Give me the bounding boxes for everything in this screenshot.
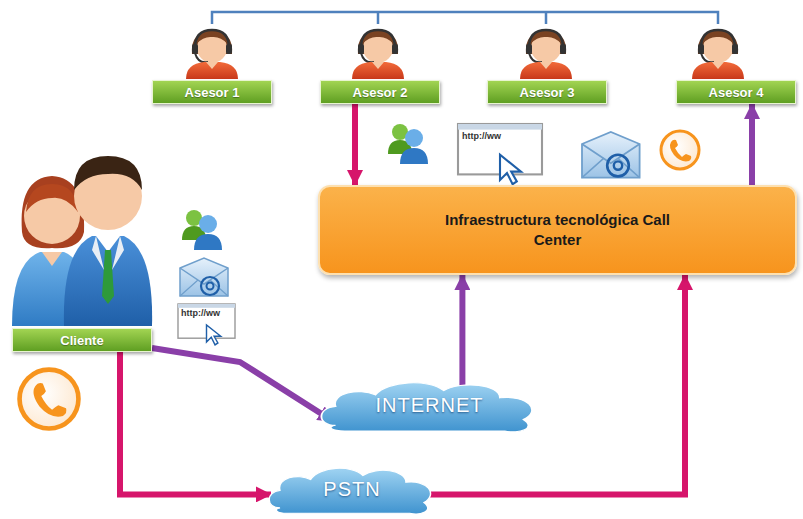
node-text: Asesor 4 bbox=[709, 85, 764, 100]
flow-arrow bbox=[749, 104, 755, 185]
network-cloud: INTERNET bbox=[312, 376, 547, 434]
node-text: Asesor 1 bbox=[185, 85, 240, 100]
infrastructure-box: Infraestructura tecnológica Call Center bbox=[318, 185, 797, 275]
node-text: Asesor 2 bbox=[353, 85, 408, 100]
flow-arrow bbox=[152, 348, 333, 421]
agent-label: Asesor 2 bbox=[320, 80, 440, 104]
node-text: INTERNET bbox=[376, 394, 484, 417]
url-text: http://ww bbox=[462, 131, 501, 141]
node-text: Infraestructura tecnológica Call Center bbox=[433, 210, 683, 251]
agent-label: Asesor 4 bbox=[676, 80, 796, 104]
url-text: http://ww bbox=[181, 308, 220, 318]
client-label: Cliente bbox=[12, 328, 152, 352]
network-cloud: PSTN bbox=[262, 462, 442, 516]
flow-arrow bbox=[352, 104, 358, 185]
flow-arrow bbox=[459, 275, 465, 388]
flow-arrow bbox=[120, 352, 271, 494]
agent-label: Asesor 1 bbox=[152, 80, 272, 104]
node-text: Cliente bbox=[60, 333, 103, 348]
agent-label: Asesor 3 bbox=[487, 80, 607, 104]
node-text: Asesor 3 bbox=[520, 85, 575, 100]
node-text: PSTN bbox=[323, 478, 380, 501]
